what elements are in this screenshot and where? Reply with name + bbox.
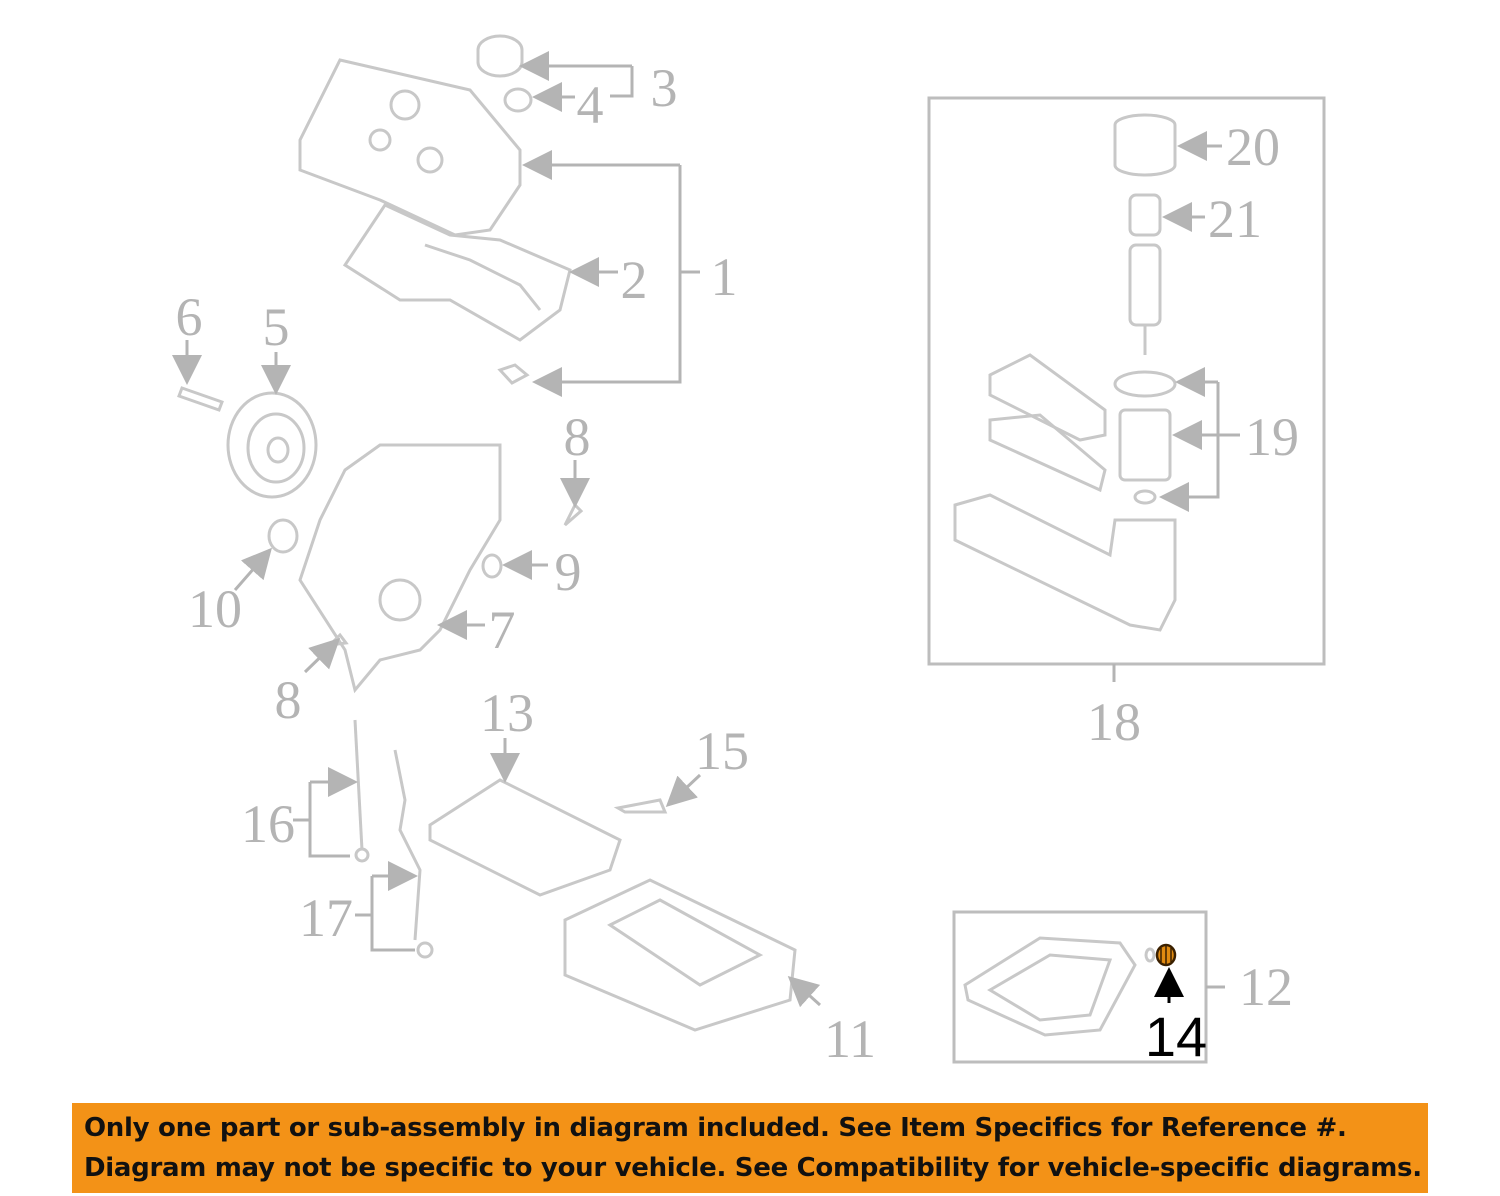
valve-cover [298,58,522,237]
callout-7: 7 [489,600,516,660]
callout-14-highlighted: 14 [1145,1005,1207,1068]
callout-8-upper: 8 [564,407,591,467]
bracket [613,798,668,814]
callout-19: 19 [1245,407,1299,467]
front-seal [267,518,299,554]
callout-13: 13 [480,683,534,743]
callout-8-lower: 8 [275,670,302,730]
disclaimer-line-2: Diagram may not be specific to your vehi… [84,1153,1422,1183]
callout-17: 17 [299,888,353,948]
callout-20: 20 [1226,117,1280,177]
callout-11: 11 [824,1009,876,1069]
oil-filler-cap [476,34,524,78]
callout-2: 2 [621,250,648,310]
oil-baffle [428,778,622,897]
callout-6: 6 [176,287,203,347]
callout-3: 3 [651,58,678,118]
valve-cover-gasket [342,203,572,342]
callout-18: 18 [1087,692,1141,752]
callout-12: 12 [1239,957,1293,1017]
oil-filter-housing-box [927,96,1326,666]
callout-9: 9 [555,542,582,602]
cap-seal [503,87,533,113]
disclaimer-line-1: Only one part or sub-assembly in diagram… [84,1113,1347,1143]
callout-5: 5 [263,297,290,357]
callout-1: 1 [711,247,738,307]
callout-15: 15 [695,721,749,781]
dipstick-tube [393,749,422,941]
dipstick [353,719,364,851]
dowel [563,502,584,527]
timing-cover [298,443,502,694]
callout-4: 4 [577,75,604,135]
seal [497,363,530,385]
callout-21: 21 [1208,189,1262,249]
oil-filter-assembly [953,113,1177,632]
disclaimer-banner: Only one part or sub-assembly in diagram… [72,1103,1428,1193]
callout-16: 16 [241,794,295,854]
callout-10: 10 [188,579,242,639]
drain-plug-highlighted[interactable] [1155,943,1177,967]
o-ring [481,553,503,579]
lower-oil-pan [963,936,1137,1037]
crankshaft-pulley [226,391,318,499]
pulley-bolt [177,386,224,412]
